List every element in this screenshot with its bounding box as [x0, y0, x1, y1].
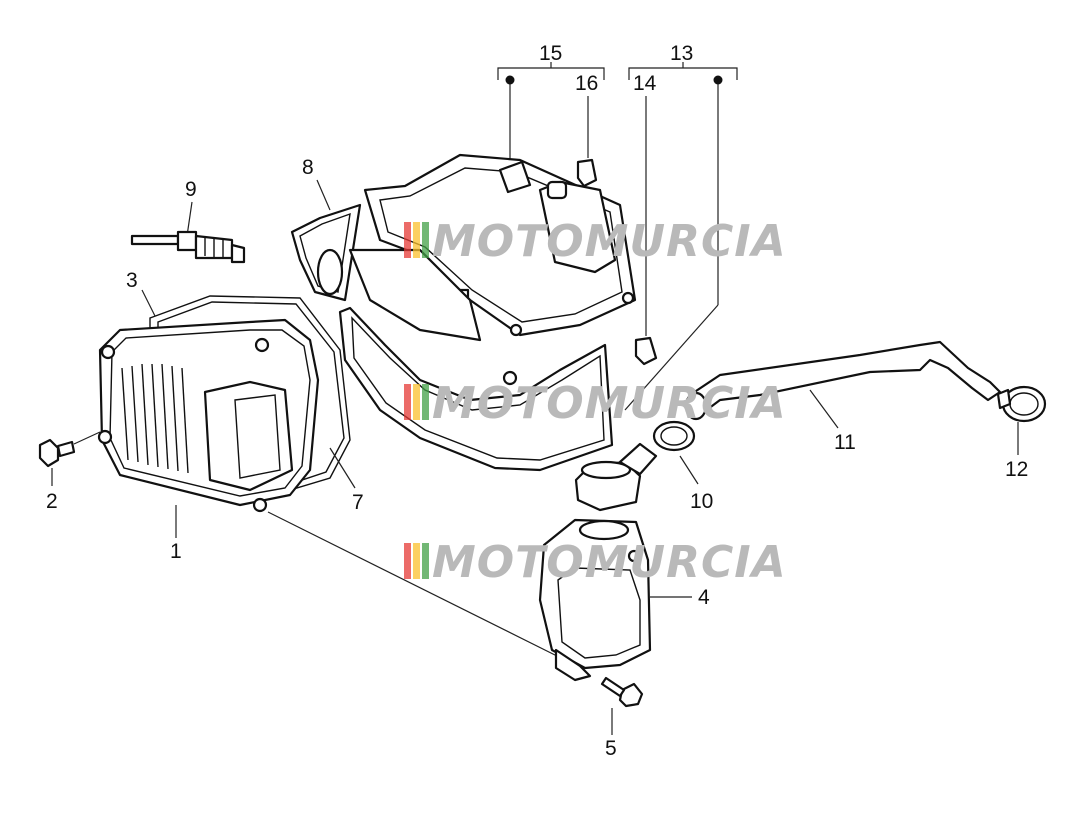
part-10-breather [574, 420, 699, 512]
part-1-valve-cover [97, 318, 566, 661]
part-14-clip [634, 96, 658, 366]
callout-15: 15 [539, 42, 562, 65]
callout-7: 7 [352, 491, 364, 514]
callout-1: 1 [170, 540, 182, 563]
group-bracket-13 [624, 62, 738, 411]
callout-10: 10 [690, 490, 713, 513]
watermark-2: MOTOMURCIA [404, 378, 787, 429]
part-9-spark-plug [130, 201, 246, 264]
part-7-gasket-leader [329, 447, 356, 489]
callout-11: 11 [834, 431, 856, 454]
part-16-clip [576, 96, 598, 188]
callout-16: 16 [575, 72, 598, 95]
callout-3: 3 [126, 269, 138, 292]
watermark-text: MOTOMURCIA [432, 537, 787, 588]
callout-12: 12 [1005, 458, 1028, 481]
watermark-3: MOTOMURCIA [404, 537, 787, 588]
watermark-text: MOTOMURCIA [432, 378, 787, 429]
part-8-filter-gasket [290, 179, 362, 302]
part-5-screw [600, 676, 644, 735]
callout-8: 8 [302, 156, 314, 179]
part-2-bolt [38, 431, 101, 486]
part-11-hose [684, 340, 1002, 429]
callout-13: 13 [670, 42, 693, 65]
group-bracket-15 [497, 62, 605, 160]
part-4-oil-breather-reservoir [538, 518, 692, 682]
callout-14: 14 [633, 72, 657, 95]
watermark-text: MOTOMURCIA [432, 216, 787, 267]
callout-4: 4 [698, 586, 710, 609]
callout-5: 5 [605, 737, 617, 760]
watermark-1: MOTOMURCIA [404, 216, 787, 267]
part-12-clamp [996, 385, 1047, 455]
callout-9: 9 [185, 178, 197, 201]
callout-2: 2 [46, 490, 58, 513]
